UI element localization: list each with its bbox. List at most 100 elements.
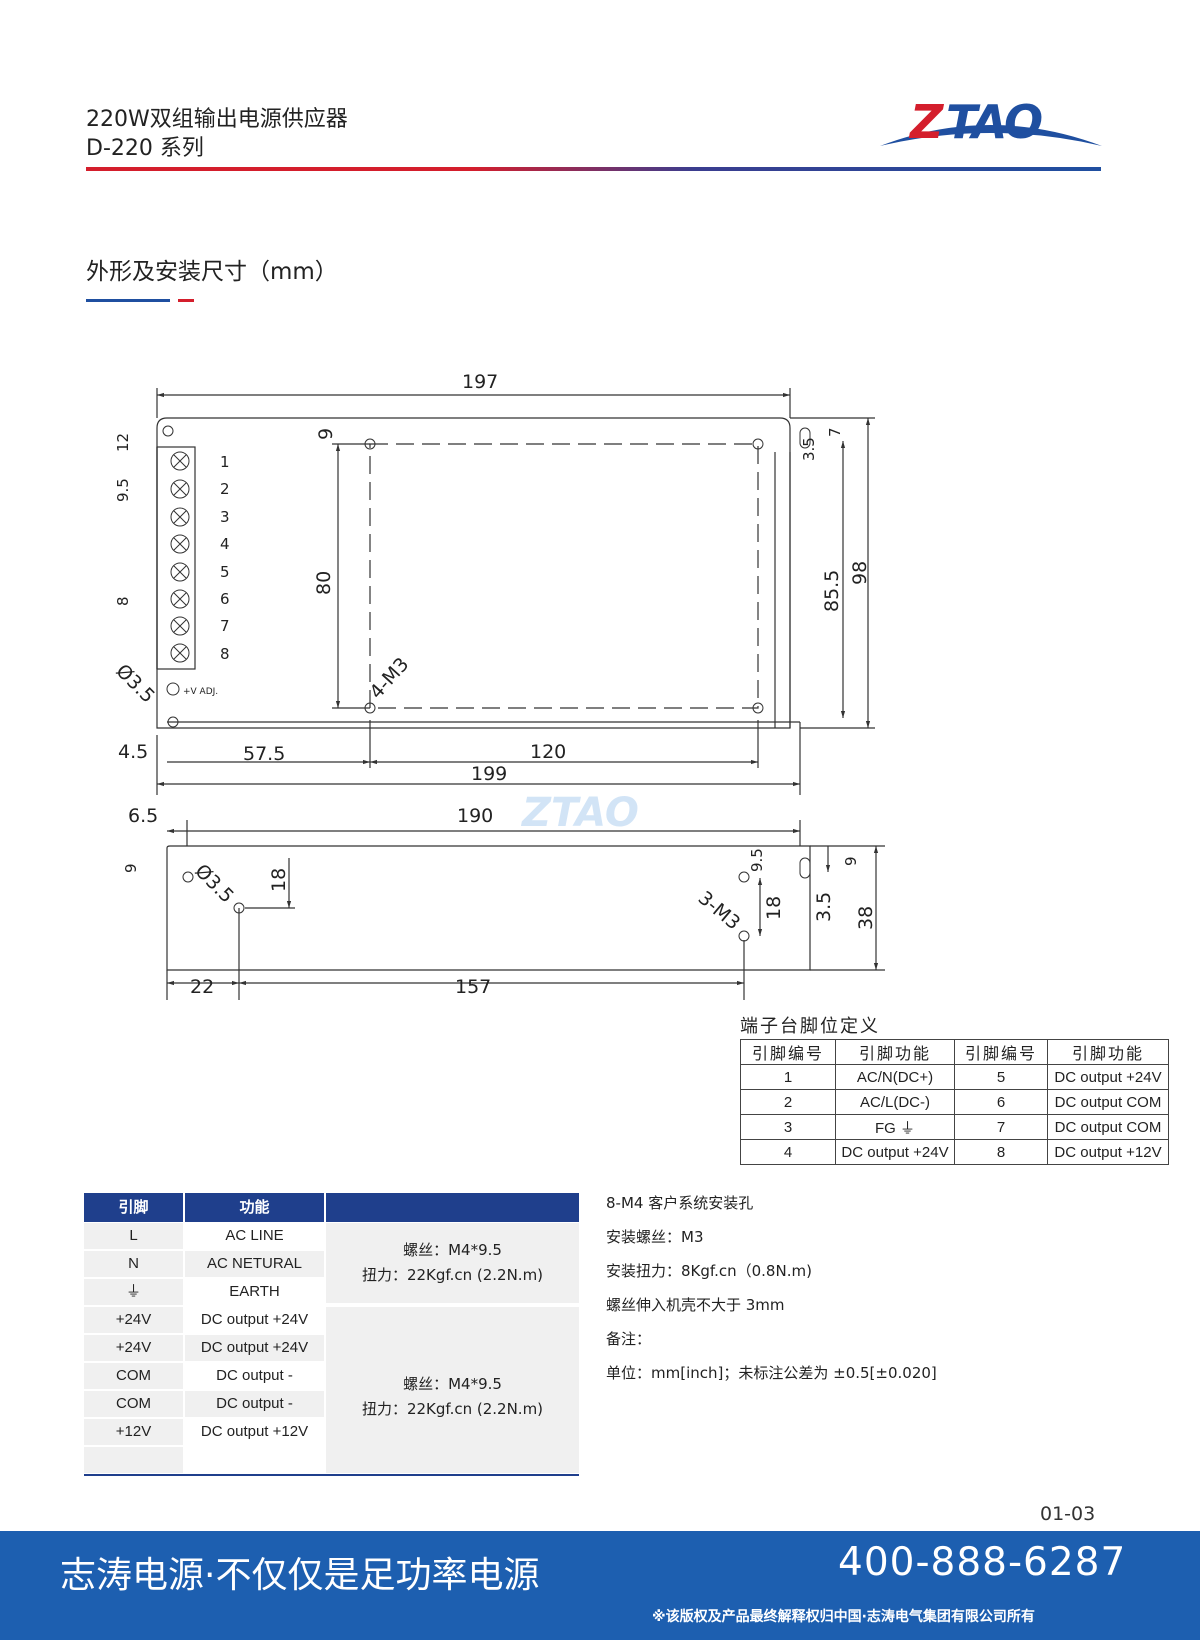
dim-side-left-span: 22	[190, 976, 214, 998]
table-row: 2 AC/L(DC-) 6 DC output COM	[740, 1089, 1169, 1115]
pin-cell: DC output +24V	[1047, 1064, 1169, 1090]
note-line: 螺丝伸入机壳不大于 3mm	[606, 1296, 785, 1314]
pin-cell: N	[84, 1251, 183, 1277]
torque-group-1: 螺丝：M4*9.5 扭力：22Kgf.cn (2.2N.m)	[326, 1223, 579, 1303]
dim-screw-holes: 4-M3	[365, 653, 413, 703]
pin-cell: +24V	[84, 1335, 183, 1361]
terminal-number: 5	[220, 563, 230, 581]
dim-side-top-hole: 9	[122, 863, 140, 873]
pin-cell: FG ⏚	[835, 1114, 955, 1140]
dim-hole-span: 120	[530, 741, 566, 763]
terminal-number: 3	[220, 508, 230, 526]
pin-cell: +24V	[84, 1307, 183, 1333]
terminal-number: 2	[220, 480, 230, 498]
header-pin: 引脚	[84, 1193, 183, 1222]
pin-header: 引脚编号	[740, 1039, 836, 1065]
pin-cell: COM	[84, 1363, 183, 1389]
pin-definition-table: 引脚编号 引脚功能 引脚编号 引脚功能 1 AC/N(DC+) 5 DC out…	[740, 1039, 1169, 1165]
dim-side-screw-holes: 3-M3	[694, 887, 744, 934]
pin-cell	[84, 1447, 183, 1473]
pin-header: 引脚编号	[954, 1039, 1048, 1065]
svg-text:Z: Z	[908, 95, 945, 149]
pin-table-title: 端子台脚位定义	[740, 1016, 880, 1037]
dim-side-hole-dia: Ø3.5	[190, 860, 237, 907]
function-cell: AC LINE	[225, 1227, 284, 1244]
note-line: 单位：mm[inch]；未标注公差为 ±0.5[±0.020]	[606, 1364, 937, 1382]
dim-height-inner: 85.5	[821, 570, 843, 612]
dim-side-slot-top: 9	[842, 856, 860, 866]
pin-function-table: 引脚 功能 L AC LINE N AC NETURAL ⏚ EARTH +24…	[84, 1193, 579, 1478]
function-cell: DC output -	[185, 1391, 324, 1417]
dim-side-left-offset: 6.5	[128, 805, 158, 827]
torque-group-2: 螺丝：M4*9.5 扭力：22Kgf.cn (2.2N.m)	[326, 1307, 579, 1473]
footer-phone: 400-888-6287	[838, 1540, 1127, 1585]
section-underline-red	[178, 299, 194, 302]
function-cell: DC output +12V	[200, 1423, 309, 1440]
dim-length: 190	[457, 805, 493, 827]
header-function: 功能	[185, 1193, 324, 1222]
dim-hole-height: 80	[313, 571, 335, 595]
note-line: 备注：	[606, 1330, 652, 1348]
pin-cell: 6	[954, 1089, 1048, 1115]
header-blank	[326, 1193, 579, 1222]
dim-side-right-top: 9.5	[748, 848, 766, 872]
pin-header: 引脚功能	[835, 1039, 955, 1065]
dim-terminal-top: 12	[114, 433, 132, 452]
function-cell: DC output +24V	[185, 1335, 324, 1361]
watermark-logo: ZTAO	[520, 790, 639, 836]
section-underline-blue	[86, 299, 170, 302]
function-cell: DC output +24V	[200, 1311, 309, 1328]
dim-left-offset: 4.5	[118, 741, 148, 763]
table-row: 1 AC/N(DC+) 5 DC output +24V	[740, 1064, 1169, 1090]
function-cell: AC NETURAL	[185, 1251, 324, 1277]
pin-cell: 5	[954, 1064, 1048, 1090]
dim-side-hole-span: 157	[455, 976, 491, 998]
terminal-number: 4	[220, 535, 230, 553]
dim-height-total: 98	[849, 561, 871, 585]
function-cell	[185, 1447, 324, 1473]
dim-slot-top: 7	[826, 427, 844, 437]
note-line: 安装扭力：8Kgf.cn（0.8N.m)	[606, 1262, 812, 1280]
footer-copyright: ※该版权及产品最终解释权归中国·志涛电气集团有限公司所有	[652, 1609, 1035, 1625]
dim-hole-dia: Ø3.5	[111, 660, 158, 707]
dim-hole-top: 9	[315, 428, 337, 440]
dim-width-top: 197	[462, 371, 498, 393]
pin-cell: COM	[84, 1391, 183, 1417]
document-title: 220W双组输出电源供应器	[86, 107, 348, 132]
mounting-notes: 8-M4 客户系统安装孔 安装螺丝：M3 安装扭力：8Kgf.cn（0.8N.m…	[606, 1192, 937, 1396]
terminal-number: 8	[220, 645, 230, 663]
pin-cell: L	[84, 1223, 183, 1249]
pin-cell: AC/L(DC-)	[835, 1089, 955, 1115]
torque-spec: 扭力：22Kgf.cn (2.2N.m)	[361, 1400, 544, 1418]
header-rule	[86, 167, 1101, 171]
pin-cell: AC/N(DC+)	[835, 1064, 955, 1090]
page-number: 01-03	[1040, 1503, 1096, 1525]
ztao-logo: Z TAO	[880, 95, 1102, 149]
pin-cell: 8	[954, 1139, 1048, 1165]
footer-bar	[0, 1531, 1200, 1640]
section-title: 外形及安装尺寸（mm）	[86, 259, 338, 285]
pin-cell: 2	[740, 1089, 836, 1115]
function-cell: DC output -	[216, 1367, 293, 1384]
dim-terminal-pitch2: 8	[114, 596, 132, 606]
screw-spec: 螺丝：M4*9.5	[403, 1241, 502, 1259]
dim-hole-left: 57.5	[243, 743, 285, 765]
pin-cell: DC output COM	[1047, 1114, 1169, 1140]
dim-width-bottom: 199	[471, 763, 507, 785]
footer-slogan: 志涛电源·不仅仅是足功率电源	[60, 1555, 540, 1596]
pin-cell: +12V	[84, 1419, 183, 1445]
pin-cell: DC output +24V	[835, 1139, 955, 1165]
terminal-number: 1	[220, 453, 230, 471]
pin-cell: 1	[740, 1064, 836, 1090]
pin-cell: 4	[740, 1139, 836, 1165]
series-title: D-220 系列	[86, 136, 204, 161]
dimension-drawing: 1 2 3 4 5 6 7 8 +V ADJ. 197 199 4.5 57.5…	[111, 371, 885, 1000]
pin-cell: 7	[954, 1114, 1048, 1140]
pin-cell: DC output +12V	[1047, 1139, 1169, 1165]
dim-side-slot-w: 3.5	[813, 892, 835, 922]
pin-cell: ⏚	[84, 1279, 183, 1305]
svg-text:ZTAO: ZTAO	[520, 790, 639, 836]
terminal-number: 6	[220, 590, 230, 608]
pin-cell: 3	[740, 1114, 836, 1140]
vadj-label: +V ADJ.	[183, 687, 218, 697]
